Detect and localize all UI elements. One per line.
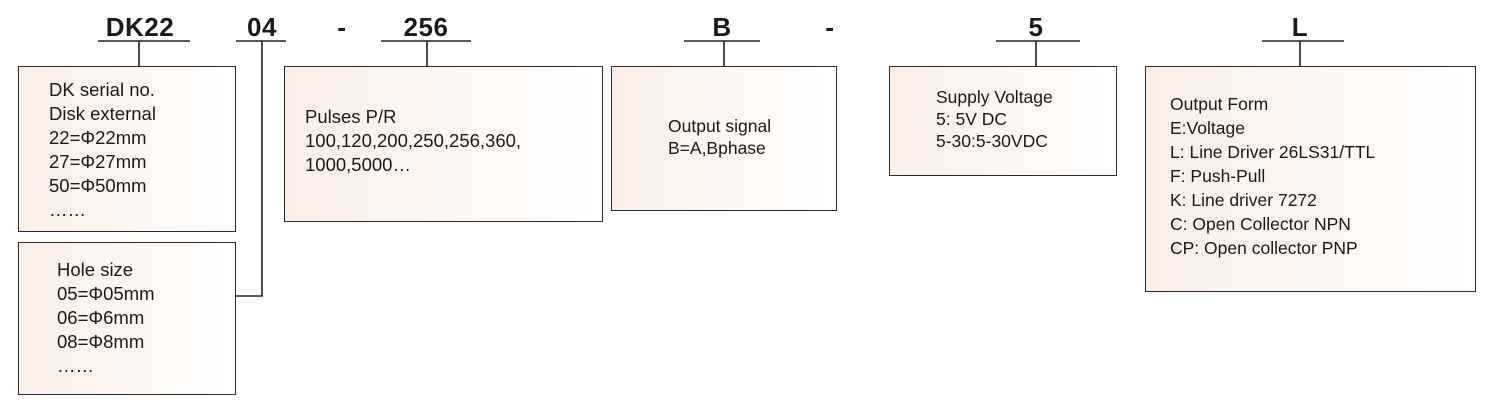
code-voltage: 5 [1028, 12, 1044, 42]
output-box: Output Form E:Voltage L: Line Driver 26L… [1145, 66, 1476, 292]
serial-line: …… [49, 199, 86, 220]
serial-line: 27=Φ27mm [49, 151, 147, 172]
code-hole: 04 [247, 12, 277, 42]
signal-line: B=A,Bphase [668, 138, 766, 158]
voltage-line: 5-30:5-30VDC [936, 131, 1048, 151]
output-line: CP: Open collector PNP [1170, 238, 1358, 258]
output-line: Output Form [1170, 94, 1269, 114]
code-dash-1: - [337, 12, 347, 42]
serial-box: DK serial no. Disk external 22=Φ22mm 27=… [18, 66, 236, 232]
signal-line: Output signal [668, 116, 772, 136]
hole-line: …… [57, 355, 94, 376]
output-line: L: Line Driver 26LS31/TTL [1170, 142, 1376, 162]
pulses-line: Pulses P/R [305, 106, 397, 127]
serial-line: Disk external [49, 103, 156, 124]
hole-line: 08=Φ8mm [57, 331, 145, 352]
hole-line: Hole size [57, 259, 134, 280]
code-pulses: 256 [403, 12, 449, 42]
hole-box: Hole size 05=Φ05mm 06=Φ6mm 08=Φ8mm …… [18, 242, 236, 395]
voltage-line: 5: 5V DC [936, 109, 1007, 129]
code-output: L [1291, 12, 1309, 42]
output-line: K: Line driver 7272 [1170, 190, 1317, 210]
code-dash-2: - [825, 12, 835, 42]
output-line: F: Push-Pull [1170, 166, 1266, 186]
signal-box: Output signal B=A,Bphase [611, 66, 837, 211]
pulses-box: Pulses P/R 100,120,200,250,256,360, 1000… [284, 66, 603, 222]
serial-line: 22=Φ22mm [49, 127, 147, 148]
voltage-line: Supply Voltage [936, 87, 1053, 107]
output-line: C: Open Collector NPN [1170, 214, 1351, 234]
hole-line: 06=Φ6mm [57, 307, 145, 328]
connector-hole [236, 41, 263, 297]
code-signal: B [712, 12, 732, 42]
serial-line: DK serial no. [49, 79, 155, 100]
pulses-line: 1000,5000… [305, 154, 411, 175]
serial-line: 50=Φ50mm [49, 175, 147, 196]
code-dk22: DK22 [105, 12, 175, 42]
pulses-line: 100,120,200,250,256,360, [305, 130, 522, 151]
hole-line: 05=Φ05mm [57, 283, 155, 304]
voltage-box: Supply Voltage 5: 5V DC 5-30:5-30VDC [889, 66, 1117, 176]
output-line: E:Voltage [1170, 118, 1245, 138]
